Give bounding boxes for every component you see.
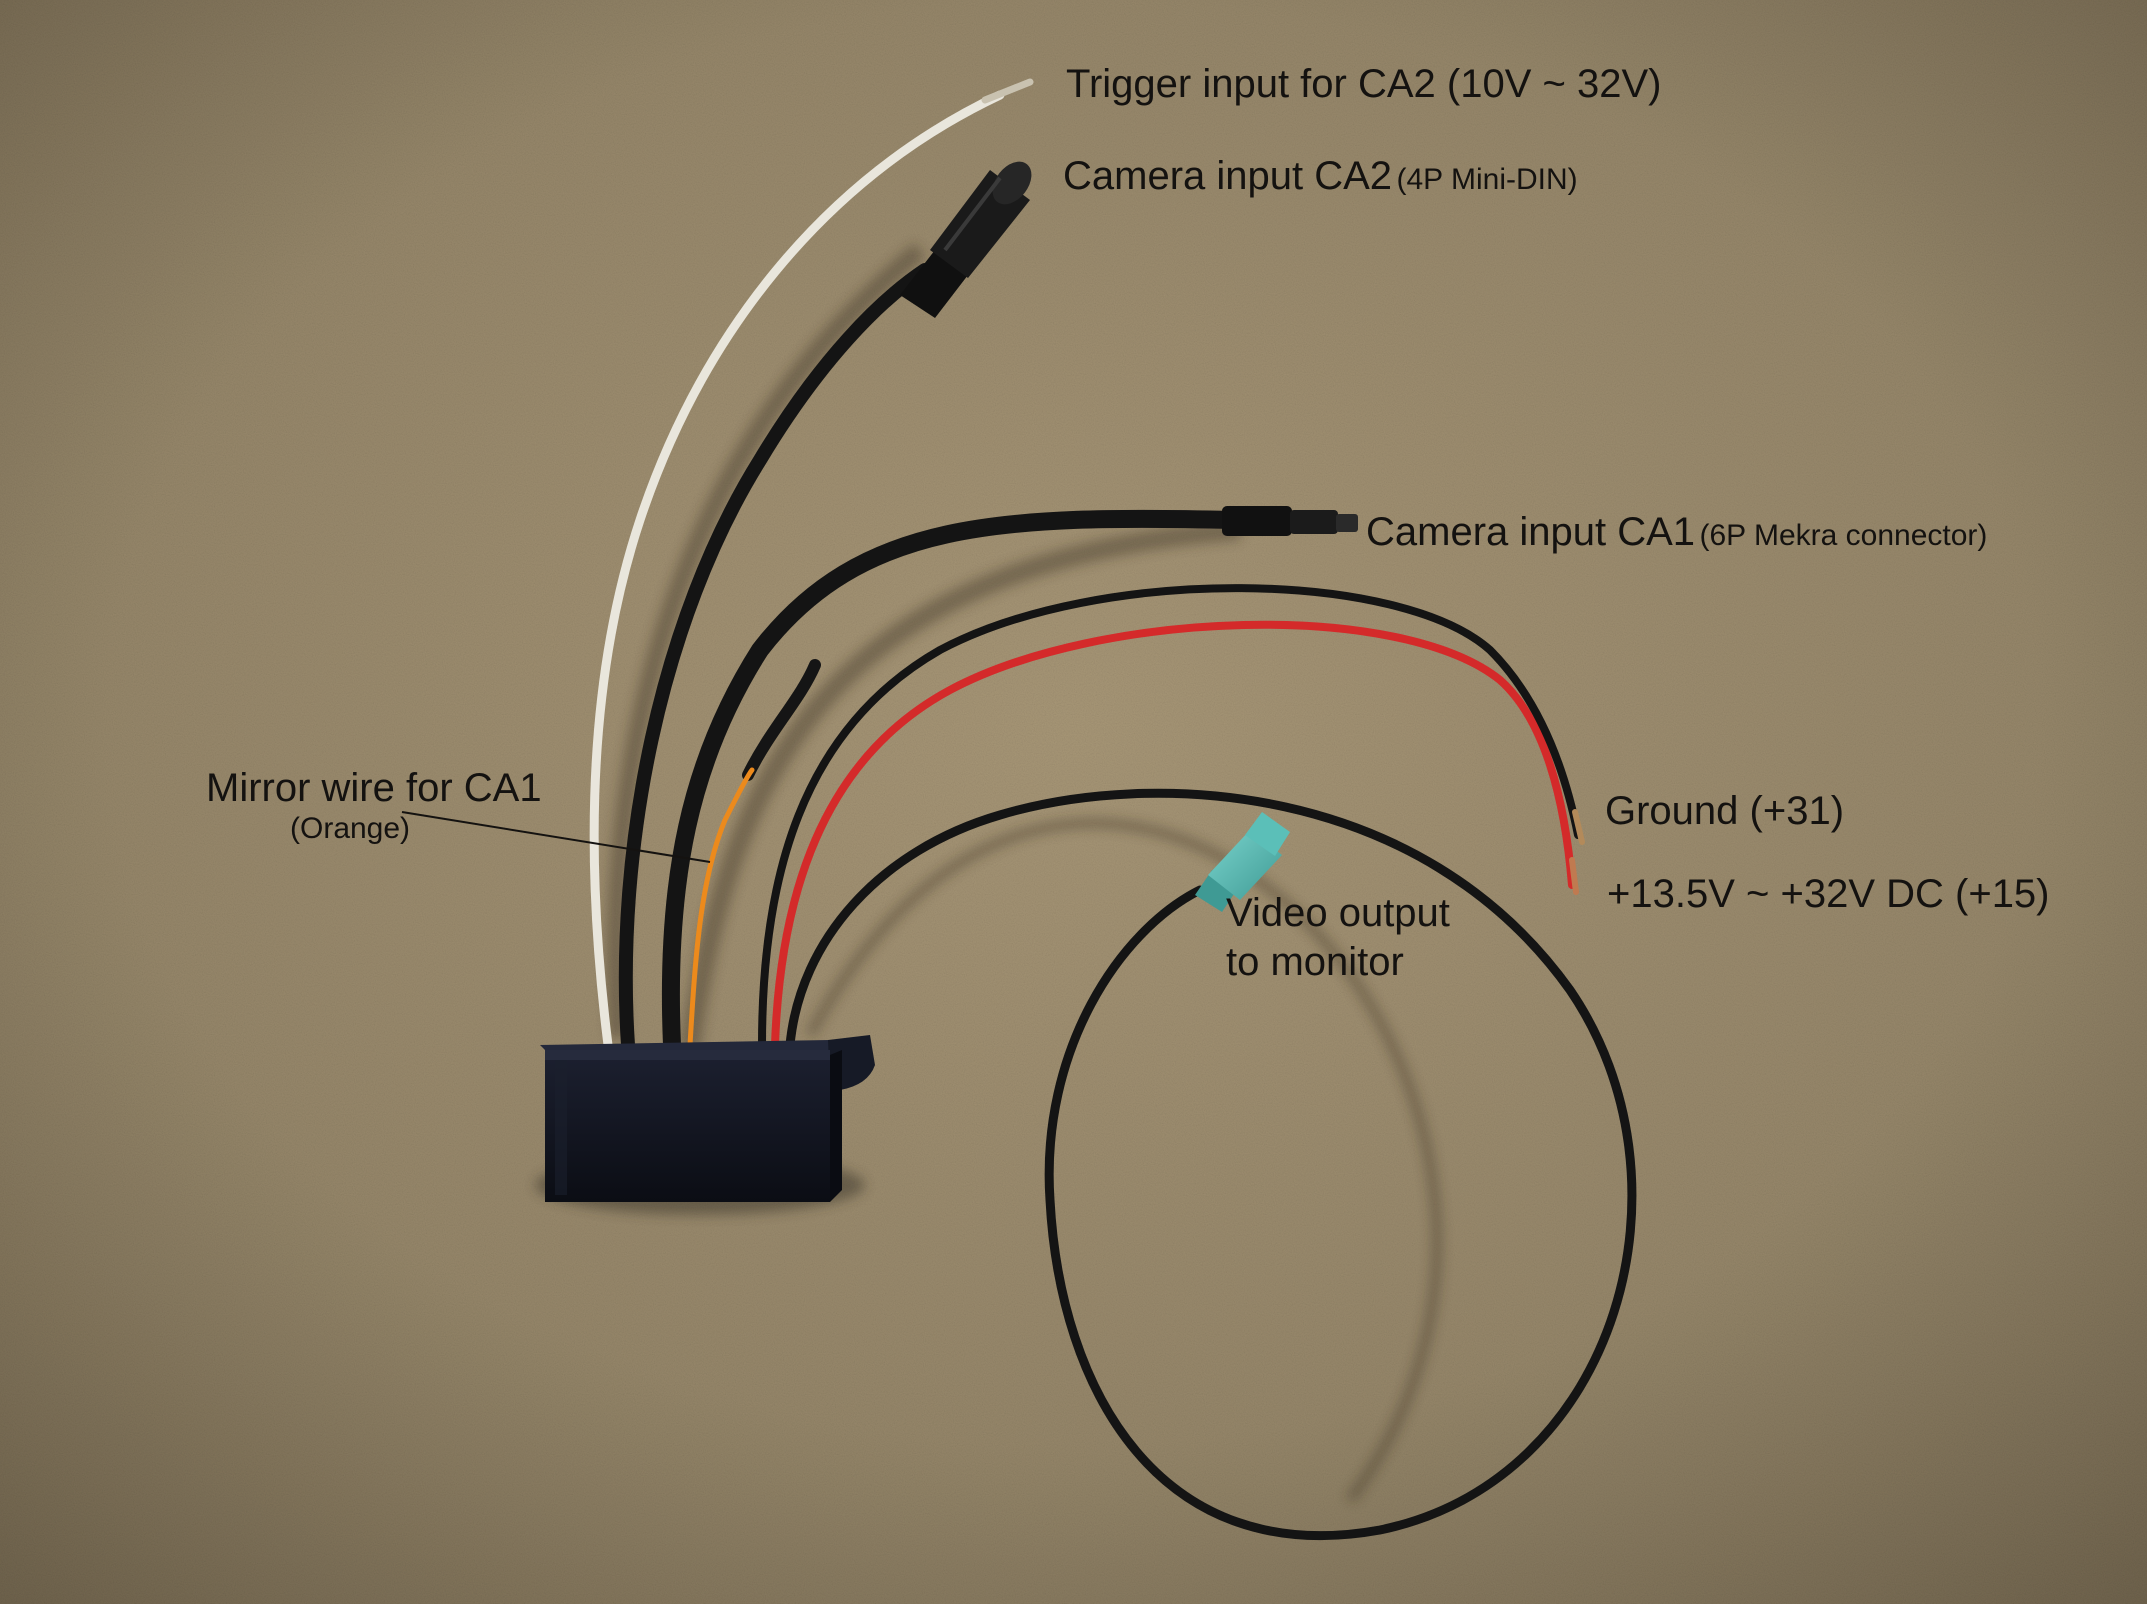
video-label-line2: to monitor bbox=[1226, 940, 1404, 984]
heat-shrink-sleeve bbox=[742, 659, 821, 781]
ca2-label-main: Camera input CA2 bbox=[1063, 154, 1393, 198]
mini-din-connector bbox=[900, 161, 1032, 318]
mirror-label-sub: (Orange) bbox=[290, 812, 411, 845]
mirror-pointer-line bbox=[401, 811, 711, 863]
ca1-label-main: Camera input CA1 bbox=[1366, 510, 1696, 554]
ca2-label-sub: (4P Mini-DIN) bbox=[1396, 163, 1578, 196]
trigger-label: Trigger input for CA2 (10V ~ 32V) bbox=[1066, 62, 1662, 106]
white-wire-tip bbox=[981, 78, 1034, 104]
red-wire-tip bbox=[1569, 857, 1579, 895]
mekra-connector bbox=[1222, 506, 1358, 536]
black-ground-wire bbox=[758, 584, 1582, 1049]
mirror-label-main: Mirror wire for CA1 bbox=[206, 766, 542, 810]
video-output-cable bbox=[785, 788, 1637, 1540]
ca1-label: Camera input CA1 (6P Mekra connector) bbox=[1366, 512, 1987, 552]
ca2-black-cable bbox=[618, 263, 932, 1052]
power-label: +13.5V ~ +32V DC (+15) bbox=[1607, 872, 2050, 916]
ca2-label: Camera input CA2 (4P Mini-DIN) bbox=[1063, 156, 1578, 196]
ground-label: Ground (+31) bbox=[1605, 789, 1845, 833]
orange-mirror-wire bbox=[687, 767, 755, 1048]
ca1-black-cable bbox=[661, 509, 1244, 1054]
red-power-wire bbox=[771, 620, 1576, 1049]
ground-wire-tip bbox=[1572, 809, 1585, 845]
control-box bbox=[535, 1035, 875, 1215]
ca1-label-sub: (6P Mekra connector) bbox=[1699, 519, 1988, 552]
fakra-video-connector bbox=[1195, 812, 1290, 912]
video-label-line1: Video output bbox=[1226, 891, 1450, 935]
white-trigger-wire bbox=[589, 90, 1005, 1050]
cable-shadows bbox=[606, 243, 1442, 1503]
